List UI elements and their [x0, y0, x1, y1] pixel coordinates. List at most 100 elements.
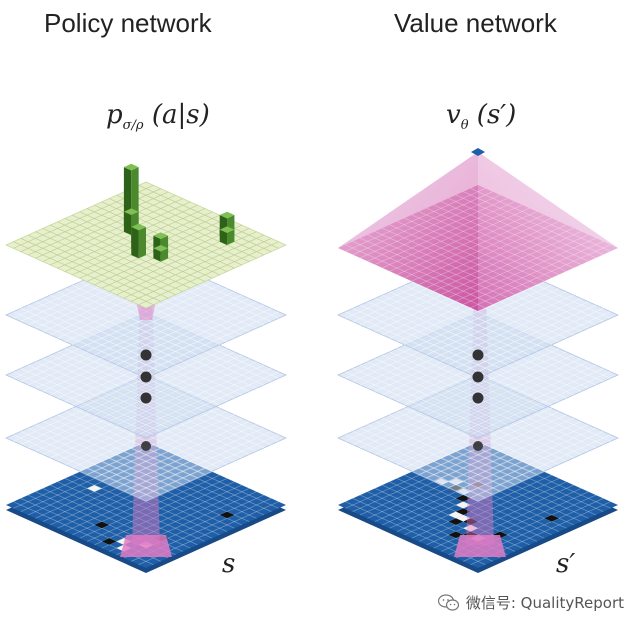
grid-line [448, 301, 589, 366]
grid-line [64, 348, 206, 412]
value-black-stone [463, 518, 478, 525]
grid-line [396, 221, 538, 285]
grid-line [13, 311, 154, 376]
grid-line [433, 417, 574, 482]
grid-line [101, 354, 242, 419]
value-black-stone [455, 495, 471, 502]
grid-line [131, 431, 272, 495]
grid-line [455, 427, 597, 492]
grid-line [448, 234, 589, 299]
value-white-stone [455, 501, 471, 509]
grid-line [374, 358, 515, 422]
grid-line [374, 231, 515, 295]
grid-line [411, 474, 552, 539]
grid-line [86, 348, 228, 412]
grid-line [404, 214, 545, 279]
grid-line [374, 298, 515, 362]
value-black-stone [448, 531, 464, 539]
policy-bar-top [219, 226, 235, 233]
grid-line [57, 351, 198, 416]
policy-formula: pσ/ρ (a|s) [106, 100, 210, 133]
value-network-title: Value network [394, 8, 557, 38]
grid-line [50, 201, 191, 266]
grid-line [374, 421, 515, 485]
grid-line [42, 298, 183, 362]
policy-black-stone [101, 538, 117, 545]
grid-line [374, 201, 515, 265]
grid-line [101, 417, 242, 482]
grid-line [463, 308, 604, 372]
grid-line [382, 417, 523, 482]
policy-bar-side [153, 248, 161, 262]
grid-line [463, 368, 604, 432]
grid-line [35, 194, 176, 259]
grid-line [57, 481, 198, 546]
grid-line [359, 194, 501, 259]
grid-line [101, 224, 242, 289]
grid-line [27, 191, 169, 256]
grid-line [42, 358, 183, 422]
grid-line [433, 484, 574, 549]
grid-line [441, 231, 582, 295]
grid-line [35, 301, 176, 366]
grid-line [57, 221, 198, 286]
grid-line [345, 371, 486, 436]
grid-line [441, 201, 582, 265]
grid-line [131, 368, 272, 432]
grid-line [72, 407, 213, 472]
grid-line [470, 371, 611, 436]
grid-line [50, 294, 191, 359]
grid-line [42, 228, 183, 292]
grid-line [418, 288, 560, 352]
grid-line [367, 424, 508, 489]
grid-line [455, 364, 597, 429]
grid-line [20, 431, 161, 495]
policy-bar-side [138, 226, 146, 259]
grid-line [396, 211, 538, 275]
policy-formula-sub: σ/ρ [122, 118, 144, 133]
grid-line [359, 364, 501, 429]
grid-line [382, 354, 523, 419]
grid-line [79, 214, 220, 279]
grid-line [359, 427, 501, 492]
grid-line [470, 244, 611, 309]
grid-line [411, 407, 552, 472]
grid-line [109, 358, 250, 422]
grid-line [13, 371, 154, 436]
grid-line [389, 291, 530, 356]
wechat-icon [437, 593, 459, 611]
policy-black-stone [94, 521, 110, 529]
value-ellipsis-dot [472, 392, 484, 404]
value-ellipsis-dot [472, 349, 484, 361]
grid-line [50, 224, 191, 289]
grid-line [123, 191, 265, 256]
grid-line [27, 427, 169, 492]
grid-line [367, 197, 508, 262]
grid-line [404, 284, 545, 349]
grid-line [35, 424, 176, 489]
grid-line [448, 424, 589, 489]
policy-focus-patch [120, 535, 172, 557]
grid-line [396, 411, 538, 475]
grid-line [42, 198, 183, 262]
grid-line [433, 294, 574, 359]
policy-input-label: s [222, 549, 236, 579]
grid-line [404, 281, 545, 346]
grid-line [396, 348, 538, 412]
grid-line [382, 227, 523, 292]
grid-line [418, 211, 560, 275]
grid-line [79, 471, 220, 536]
grid-line [389, 414, 530, 479]
grid-line [367, 301, 508, 366]
grid-line [455, 237, 597, 302]
value-black-stone [544, 514, 560, 522]
grid-line [418, 348, 560, 412]
grid-line [79, 284, 220, 349]
policy-input-board [6, 442, 286, 568]
grid-line [411, 217, 552, 282]
grid-line [20, 308, 161, 372]
grid-line [79, 407, 220, 472]
policy-bar-side [123, 211, 132, 236]
grid-line [116, 231, 257, 296]
grid-line [382, 204, 523, 269]
